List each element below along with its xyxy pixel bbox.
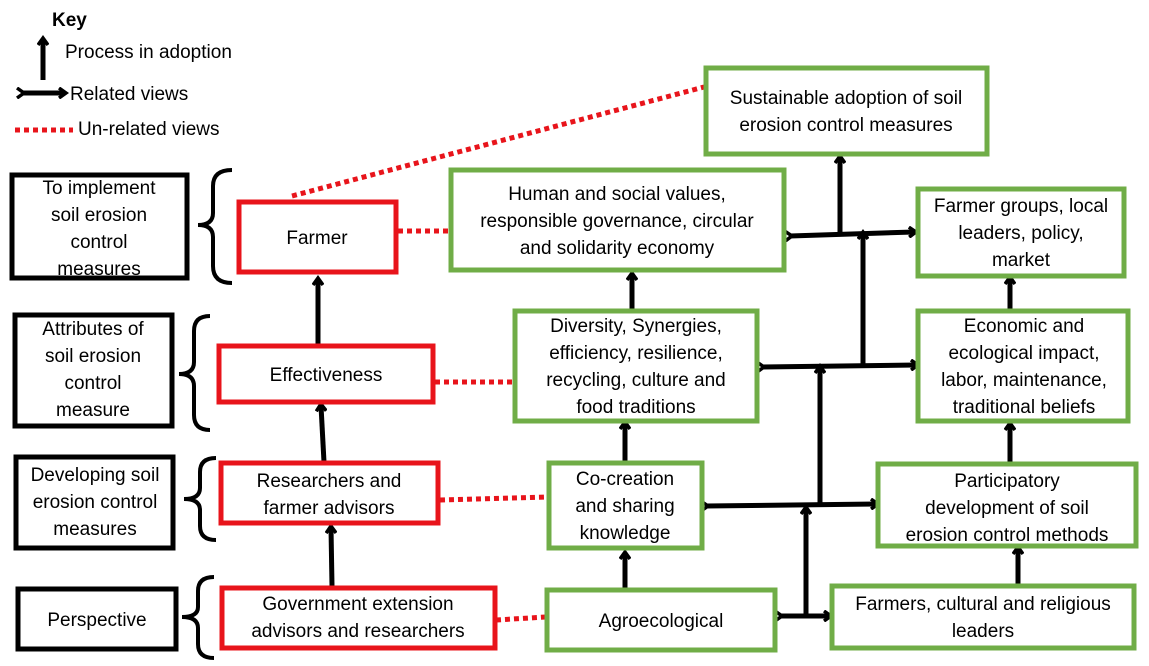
researchers-box: Researchers and farmer advisors [218,460,441,526]
sustainable-adoption-box: Sustainable adoption of soil erosion cont… [703,65,990,157]
label-line: market [992,250,1051,271]
category-developing-label: Developing soil erosion control measures [31,465,160,540]
human-social-values-label: Human and social values, responsible gove… [480,184,754,259]
label-line: Perspective [47,610,146,631]
government-label: Government extension advisors and researc… [251,594,464,642]
economic-ecological-label: Economic and ecological impact, labor, mai… [941,316,1107,418]
braces [178,168,233,660]
label-line: soil erosion [51,205,147,226]
label-line: Sustainable adoption of soil [730,88,962,109]
label-line: and sharing [575,496,674,517]
brace-implement [197,168,233,285]
cocreation-box: Co-creation and sharing knowledge [546,460,705,551]
label-line: Human and social values, [508,184,726,205]
legend: Key Process in adoption Related views Un… [15,10,232,140]
effectiveness-box: Effectiveness [216,343,436,405]
related-human-farmergroups [790,232,914,236]
farmer-label: Farmer [286,228,348,249]
participatory-development-label: Participatory development of soil erosion … [906,471,1109,546]
researchers-label: Researchers and farmer advisors [257,471,402,519]
label-line: measure [56,400,130,421]
label-line: Economic and [964,316,1084,337]
cocreation-label: Co-creation and sharing knowledge [575,469,674,544]
human-social-values-box: Human and social values, responsible gove… [448,167,787,273]
related-diversity-economic [762,365,916,367]
label-line: traditional beliefs [953,397,1096,418]
label-line: Agroecological [599,611,724,632]
legend-related-label: Related views [70,84,188,105]
diversity-synergies-box: Diversity, Synergies, efficiency, resilie… [512,308,760,424]
participatory-development-box: Participatory development of soil erosion … [875,461,1139,549]
label-line: erosion control measures [739,115,952,136]
category-attributes-label: Attributes of soil erosion control measure [42,319,144,421]
label-line: Participatory [954,471,1060,492]
farmers-leaders-box: Farmers, cultural and religious leaders [829,583,1137,651]
label-line: control [64,373,121,394]
unrelated-government-agroecological [495,614,547,623]
label-line: Co-creation [576,469,674,490]
label-line: advisors and researchers [251,621,464,642]
farmers-leaders-label: Farmers, cultural and religious leaders [855,594,1111,642]
category-developing-box: Developing soil erosion control measures [13,454,176,551]
label-line: development of soil [925,498,1089,519]
agroecological-box: Agroecological [544,587,778,653]
related-arrows [706,232,916,616]
legend-title: Key [52,10,87,31]
process-arrows [318,158,1018,614]
label-line: Researchers and [257,471,402,492]
unrelated-farmer-sustainable [291,84,705,199]
label-line: food traditions [576,397,695,418]
legend-process-label: Process in adoption [65,42,232,63]
label-line: knowledge [580,523,671,544]
farmer-groups-label: Farmer groups, local leaders, policy, mark… [934,196,1108,271]
related-cocreation-participatory [706,504,876,506]
category-perspective-box: Perspective [15,586,179,652]
label-line: responsible governance, circular [480,211,754,232]
label-line: leaders, policy, [958,223,1083,244]
label-line: Farmers, cultural and religious [855,594,1111,615]
category-implement-box: To implement soil erosion control measures [9,172,190,281]
label-line: Diversity, Synergies, [550,316,722,337]
brace-developing [183,456,217,542]
category-implement-label: To implement soil erosion control measures [43,178,157,280]
label-line: recycling, culture and [546,370,726,391]
government-box: Government extension advisors and researc… [219,585,498,651]
label-line: measures [57,259,140,280]
agroecological-label: Agroecological [599,611,724,632]
economic-ecological-box: Economic and ecological impact, labor, mai… [915,308,1131,424]
label-line: ecological impact, [948,343,1099,364]
label-line: erosion control methods [906,525,1109,546]
unrelated-researchers-cocreation [439,494,550,503]
label-line: Farmer [286,228,348,249]
label-line: labor, maintenance, [941,370,1107,391]
label-line: leaders [952,621,1014,642]
farmer-box: Farmer [236,199,399,275]
sustainable-adoption-label: Sustainable adoption of soil erosion cont… [730,88,962,136]
label-line: efficiency, resilience, [549,343,723,364]
label-line: Government extension [262,594,453,615]
label-line: To implement [43,178,157,199]
unrelated-connectors [291,84,705,623]
diversity-synergies-label: Diversity, Synergies, efficiency, resilie… [546,316,726,418]
effectiveness-label: Effectiveness [270,365,383,386]
label-line: erosion control [33,492,158,513]
label-line: Farmer groups, local [934,196,1108,217]
label-line: farmer advisors [264,498,395,519]
label-line: Attributes of [42,319,144,340]
brace-attributes [178,314,211,432]
label-line: control [70,232,127,253]
brace-perspective [181,575,215,660]
arrow-researchers-effectiveness [321,406,324,463]
label-line: Developing soil [31,465,160,486]
category-perspective-label: Perspective [47,610,146,631]
farmer-groups-box: Farmer groups, local leaders, policy, mark… [915,186,1127,279]
label-line: measures [53,519,136,540]
arrow-government-researchers [331,528,332,587]
legend-unrelated-label: Un-related views [78,119,220,140]
label-line: and solidarity economy [520,238,715,259]
label-line: Effectiveness [270,365,383,386]
label-line: soil erosion [45,346,141,367]
category-attributes-box: Attributes of soil erosion control measure [12,312,175,429]
